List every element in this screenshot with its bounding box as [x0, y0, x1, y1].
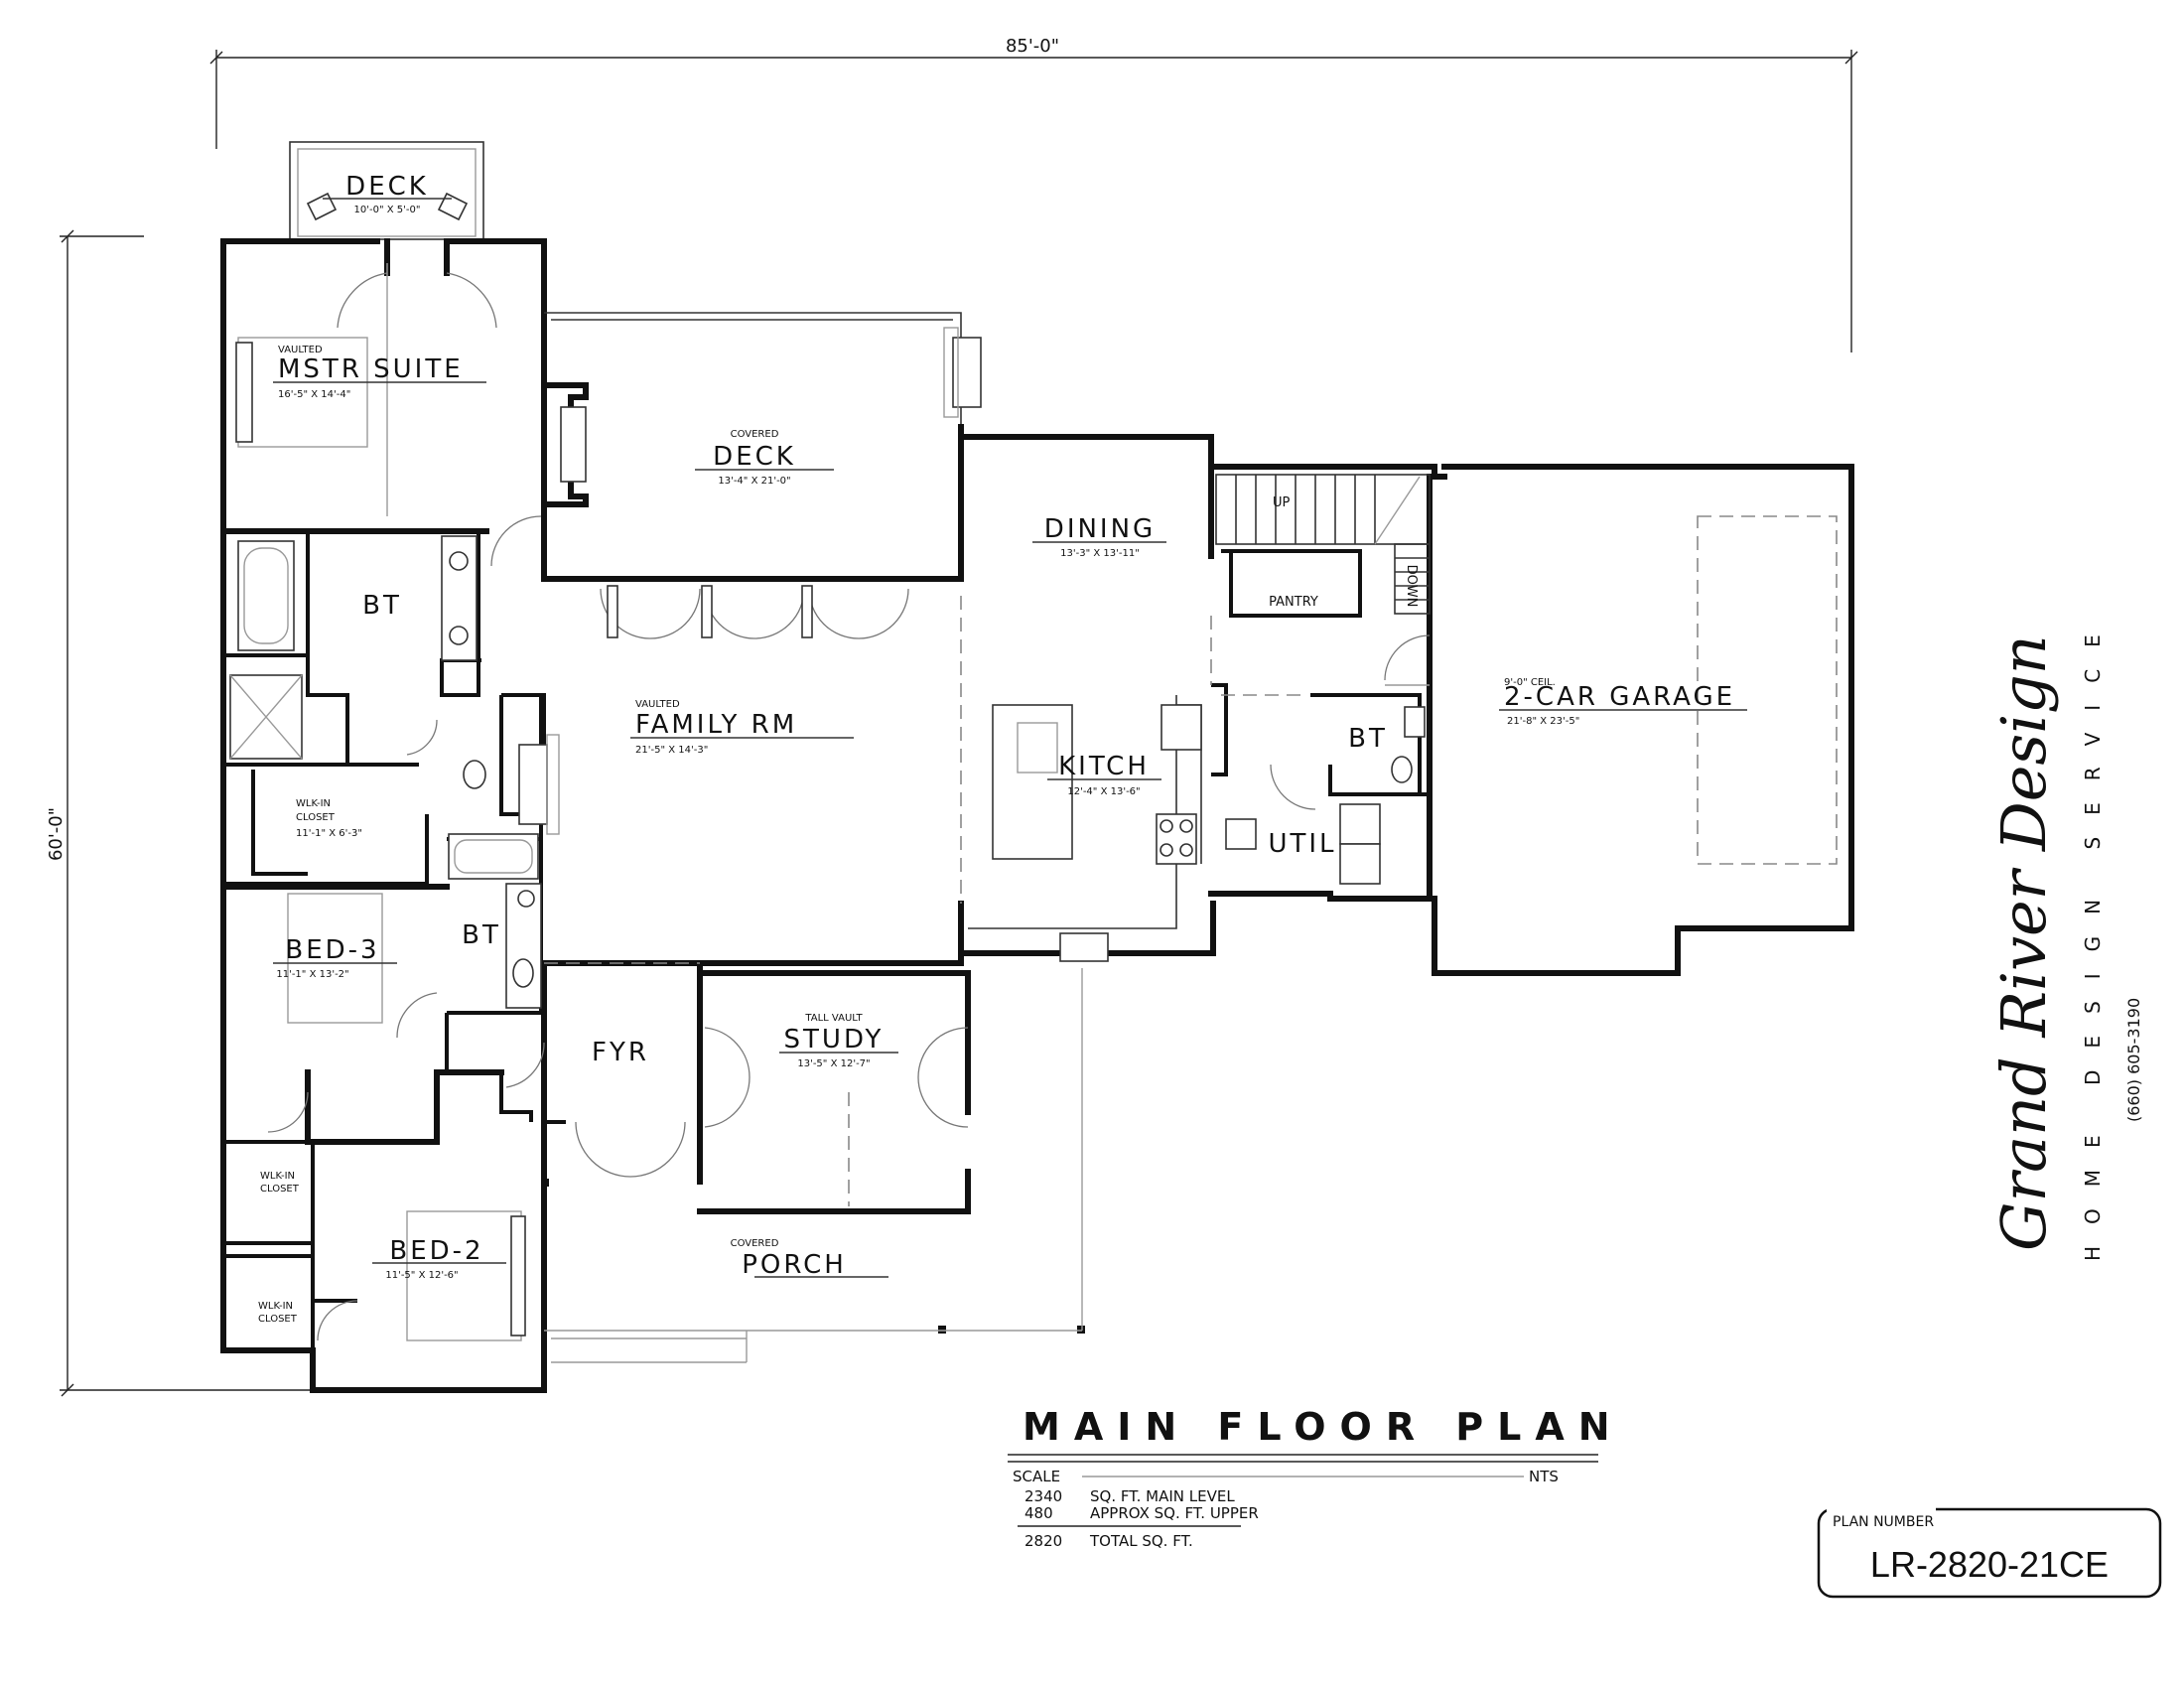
kitchen-size: 12'-4" X 13'-6"	[1067, 786, 1140, 797]
main-sqft: 2340	[1024, 1487, 1062, 1505]
brand-logo: Grand River Design HOME DESIGN SERVICE (…	[1987, 613, 2143, 1261]
scale-label: SCALE	[1013, 1468, 1060, 1485]
stairs: UP DOWN	[1215, 474, 1431, 615]
pantry-label: PANTRY	[1269, 595, 1318, 610]
total-sqft-label: TOTAL SQ. FT.	[1089, 1532, 1193, 1550]
hall-bath-label: BT	[462, 920, 501, 950]
covered-deck-size: 13'-4" X 21'-0"	[718, 476, 790, 487]
kitchen-label: KITCH	[1058, 752, 1150, 781]
covered-deck-label: DECK	[713, 442, 796, 472]
upper-sqft: 480	[1024, 1504, 1053, 1522]
master-wic-label: WLK-IN	[296, 798, 331, 809]
master-label: MSTR SUITE	[278, 354, 464, 384]
bed3-label: BED-3	[285, 935, 379, 965]
brand-name: Grand River Design	[1987, 634, 2060, 1251]
family-label: FAMILY RM	[635, 710, 797, 740]
bed3-size: 11'-1" X 13'-2"	[276, 969, 348, 980]
dashed-dividers	[544, 596, 1300, 1363]
plan-title: MAIN FLOOR PLAN	[1023, 1405, 1624, 1449]
bed2-label: BED-2	[389, 1236, 483, 1266]
garage-bath-label: BT	[1348, 724, 1388, 754]
dining-label: DINING	[1044, 514, 1156, 544]
deck-top-label: DECK	[345, 172, 429, 202]
study-note: TALL VAULT	[804, 1013, 863, 1024]
main-sqft-label: SQ. FT. MAIN LEVEL	[1090, 1487, 1235, 1505]
plan-number-label: PLAN NUMBER	[1833, 1514, 1934, 1530]
width-dimension-label: 85'-0"	[1006, 36, 1059, 57]
study-label: STUDY	[784, 1025, 885, 1055]
master-size: 16'-5" X 14'-4"	[278, 389, 350, 400]
walls	[220, 238, 1854, 1393]
porch-label: PORCH	[742, 1250, 847, 1280]
garage-note: 9'-0" CEIL.	[1504, 677, 1556, 688]
stair-down-label: DOWN	[1404, 565, 1419, 608]
top-deck	[289, 141, 484, 240]
title-block: MAIN FLOOR PLAN SCALE NTS 2340 SQ. FT. M…	[1008, 1405, 1624, 1550]
covered-deck-note: COVERED	[731, 429, 779, 440]
plan-number-box: PLAN NUMBER LR-2820-21CE	[1817, 1501, 2162, 1599]
garage-size: 21'-8" X 23'-5"	[1507, 716, 1579, 727]
master-wic-size: 11'-1" X 6'-3"	[296, 828, 362, 839]
bed2-size: 11'-5" X 12'-6"	[385, 1270, 458, 1281]
master-wic-label2: CLOSET	[296, 812, 336, 823]
doors	[267, 263, 1431, 1341]
master-note: VAULTED	[278, 345, 323, 355]
wic1-label2: CLOSET	[260, 1184, 300, 1195]
porch-note: COVERED	[731, 1238, 779, 1249]
fixtures	[229, 327, 1838, 1341]
stair-up-label: UP	[1273, 495, 1291, 510]
wic2-label2: CLOSET	[258, 1314, 298, 1325]
plan-number-value: LR-2820-21CE	[1870, 1544, 2109, 1585]
foyer-label: FYR	[592, 1038, 649, 1067]
dining-size: 13'-3" X 13'-11"	[1060, 548, 1140, 559]
scale-value: NTS	[1529, 1468, 1559, 1485]
overall-dimensions: 85'-0" 60'-0"	[46, 36, 1858, 1397]
master-bath-label: BT	[362, 591, 402, 621]
wic2-label: WLK-IN	[258, 1301, 293, 1312]
family-note: VAULTED	[635, 699, 680, 710]
wic1-label: WLK-IN	[260, 1171, 295, 1182]
deck-top-size: 10'-0" X 5'-0"	[354, 205, 421, 215]
study-size: 13'-5" X 12'-7"	[797, 1058, 870, 1069]
room-labels: DECK 10'-0" X 5'-0" VAULTED MSTR SUITE 1…	[258, 172, 1747, 1325]
garage-label: 2-CAR GARAGE	[1504, 682, 1735, 712]
util-label: UTIL	[1268, 829, 1336, 859]
brand-tagline: HOME DESIGN SERVICE	[2081, 613, 2105, 1261]
upper-sqft-label: APPROX SQ. FT. UPPER	[1090, 1504, 1259, 1522]
brand-phone: (660) 605-3190	[2124, 998, 2143, 1122]
depth-dimension-label: 60'-0"	[46, 807, 67, 861]
family-size: 21'-5" X 14'-3"	[635, 745, 708, 756]
total-sqft: 2820	[1024, 1532, 1062, 1550]
